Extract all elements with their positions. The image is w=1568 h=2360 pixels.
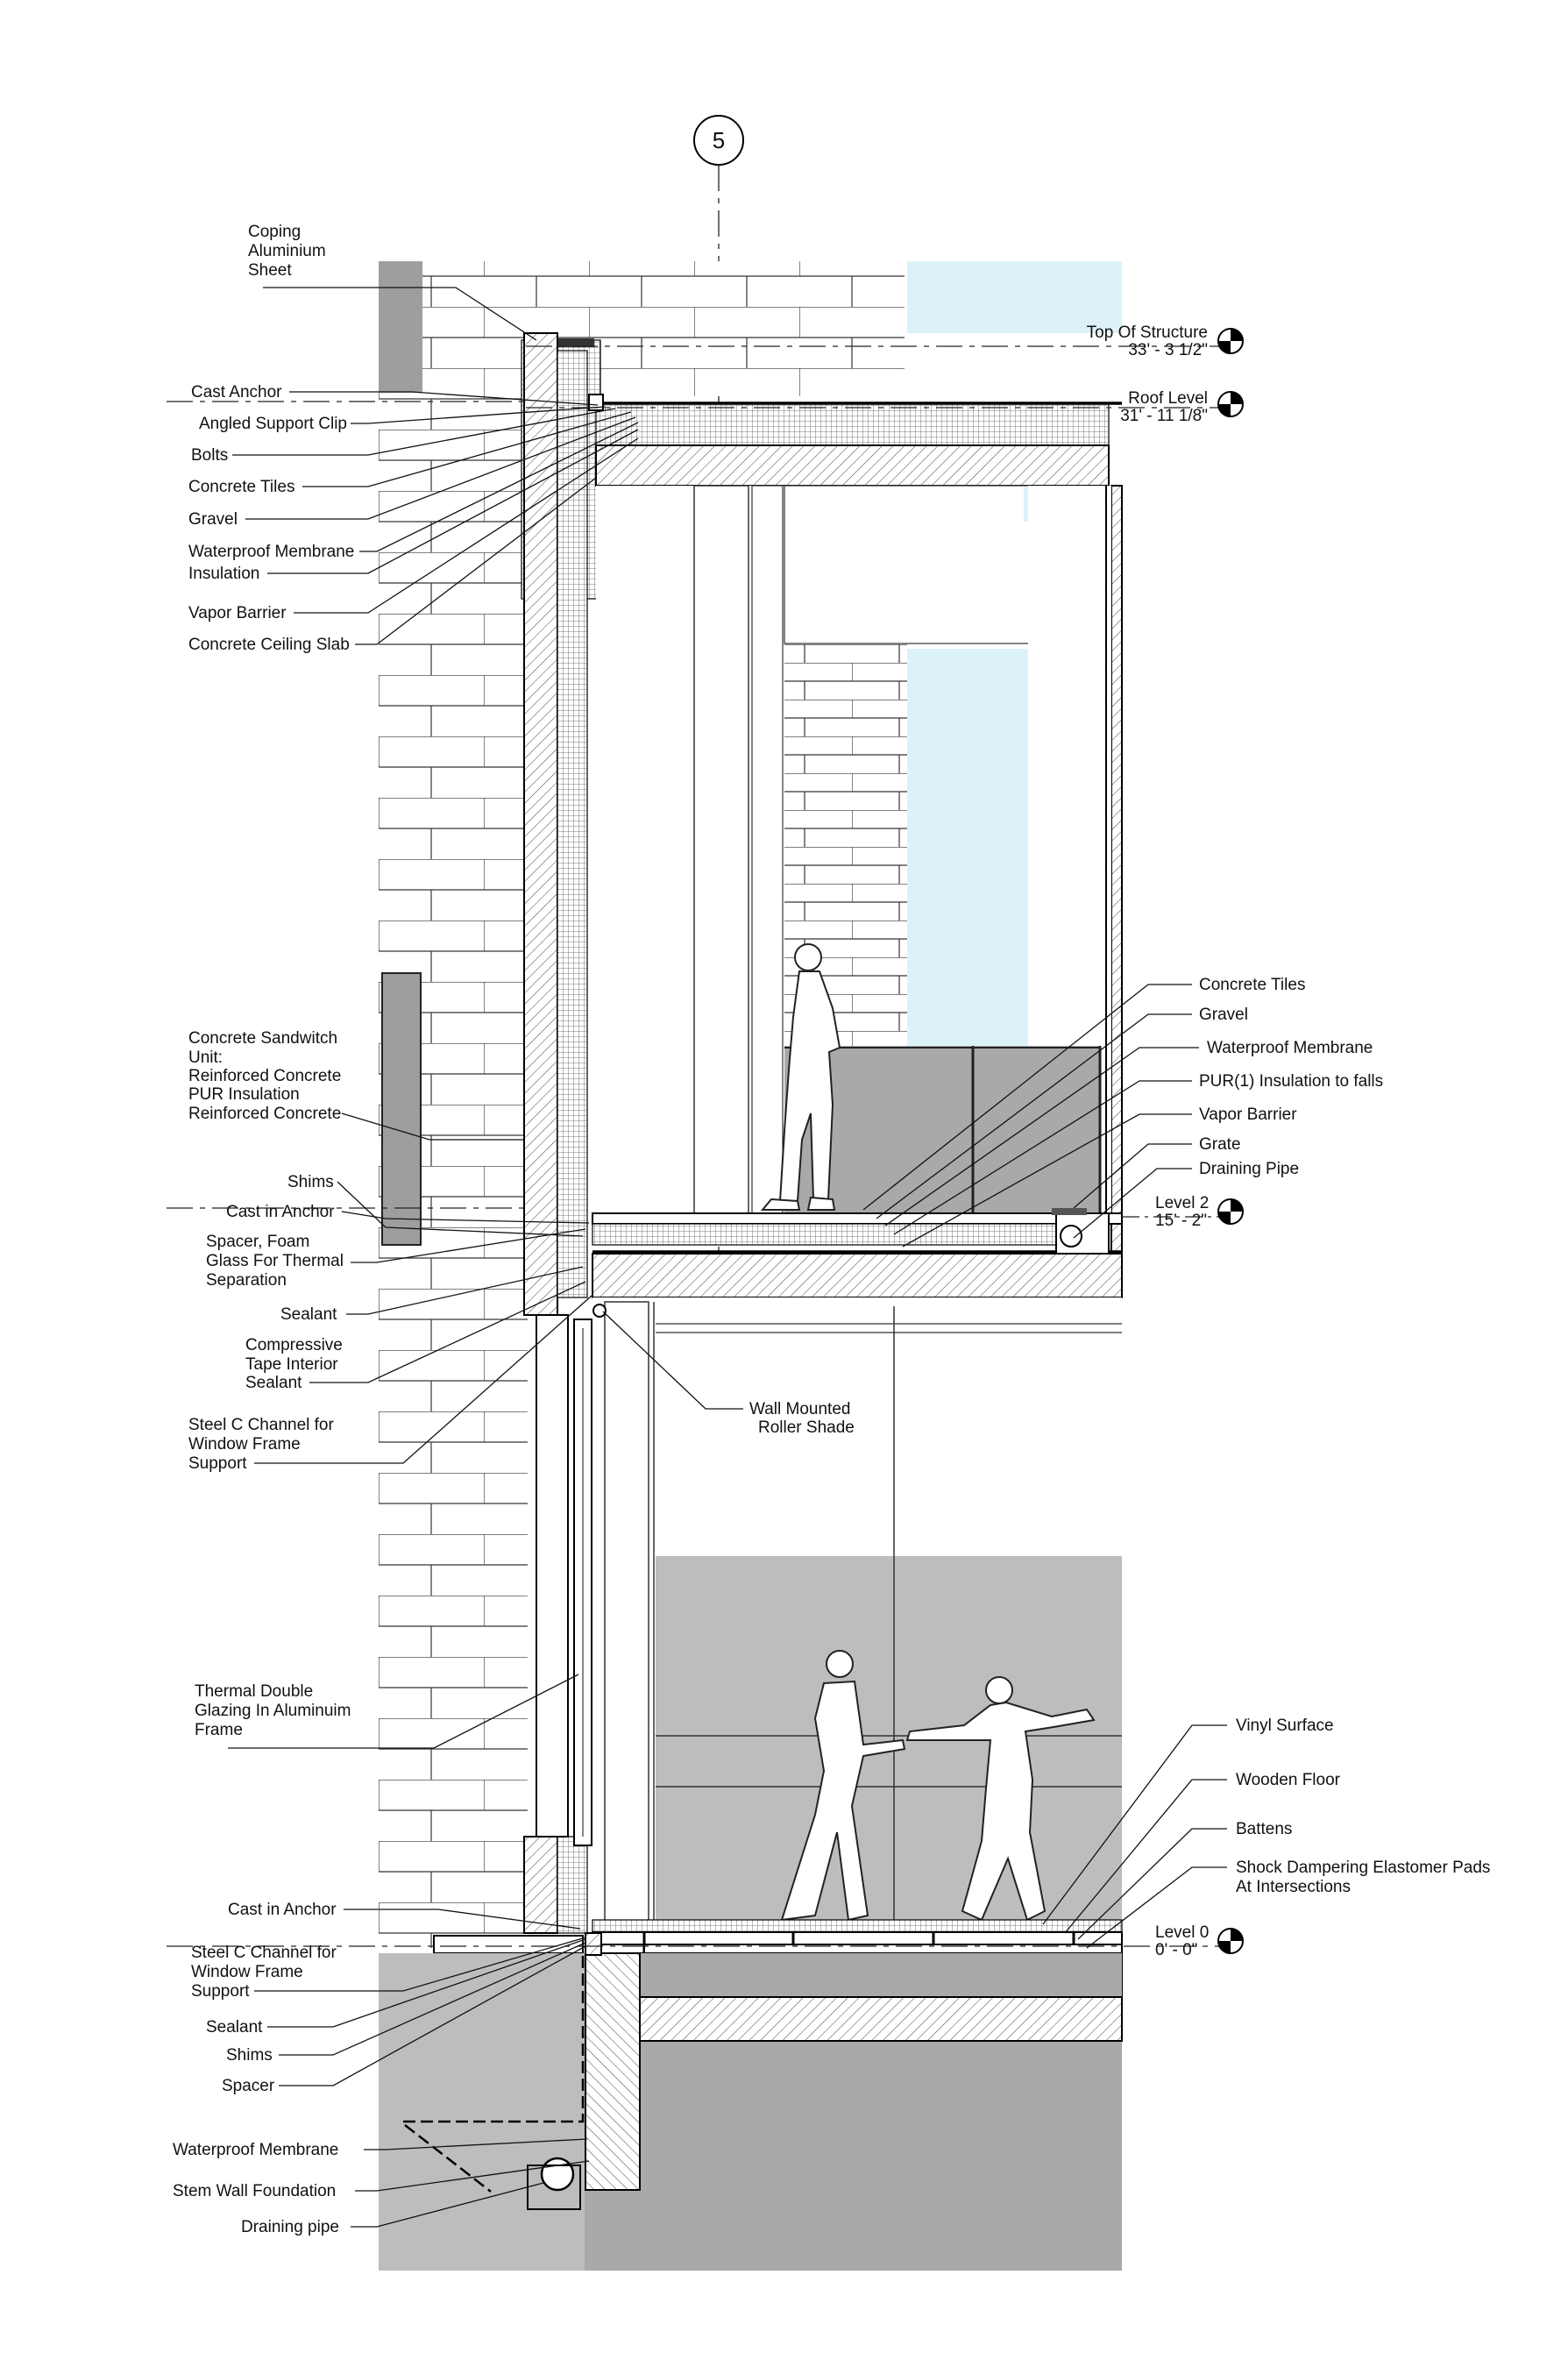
level-elev-roof: 31' - 11 1/8" xyxy=(1120,407,1208,425)
level-marker-level-0: Level 0 0' - 0" xyxy=(167,1923,1244,1959)
label-sandwich-4: PUR Insulation xyxy=(188,1085,300,1104)
label-channel-lower-1: Steel C Channel for xyxy=(191,1944,337,1962)
label-tape-3: Sealant xyxy=(245,1374,302,1392)
label-channel-lower-2: Window Frame xyxy=(191,1963,303,1981)
label-vinyl-surface: Vinyl Surface xyxy=(1236,1717,1334,1735)
label-sandwich-5: Reinforced Concrete xyxy=(188,1105,341,1123)
label-tape-1: Compressive xyxy=(245,1336,343,1354)
level-marker-level-2: Level 2 15' - 2" xyxy=(1122,1194,1244,1230)
upper-room xyxy=(596,485,1111,1249)
label-wooden-floor: Wooden Floor xyxy=(1236,1771,1341,1789)
label-coping-2: Aluminium xyxy=(248,242,326,260)
level-marker-top-of-structure: Top Of Structure 33' - 3 1/2" xyxy=(526,323,1244,359)
annotations-right: Concrete Tiles Gravel Waterproof Membran… xyxy=(602,976,1490,1949)
label-coping-1: Coping xyxy=(248,223,301,241)
label-shock-pads-2: At Intersections xyxy=(1236,1878,1351,1896)
label-spacer-3: Separation xyxy=(206,1271,287,1290)
level-marker-roof: Roof Level 31' - 11 1/8" xyxy=(526,389,1244,425)
label-glazing-3: Frame xyxy=(195,1721,243,1739)
label-shock-pads-1: Shock Dampering Elastomer Pads xyxy=(1236,1859,1490,1877)
label-pur-insulation: PUR(1) Insulation to falls xyxy=(1199,1072,1383,1091)
label-gravel-right: Gravel xyxy=(1199,1006,1248,1024)
level-2-slab xyxy=(592,1208,1123,1298)
lower-room xyxy=(536,1297,1122,1934)
annotations-left: Coping Aluminium Sheet Cast Anchor Angle… xyxy=(173,223,639,2236)
label-spacer-2: Glass For Thermal xyxy=(206,1252,344,1270)
label-sealant-upper: Sealant xyxy=(280,1305,337,1324)
label-vapor-barrier-right: Vapor Barrier xyxy=(1199,1105,1297,1124)
label-stem-wall-foundation: Stem Wall Foundation xyxy=(173,2182,336,2200)
label-tape-2: Tape Interior xyxy=(245,1355,338,1374)
level-elev-0: 0' - 0" xyxy=(1155,1941,1197,1959)
sandwich-wall xyxy=(523,332,588,1934)
label-waterproof-membrane: Waterproof Membrane xyxy=(188,543,354,561)
label-vapor-barrier: Vapor Barrier xyxy=(188,604,287,622)
person-standing xyxy=(760,943,841,1211)
label-bolts: Bolts xyxy=(191,446,228,465)
label-sandwich-2: Unit: xyxy=(188,1048,223,1067)
label-shade-2: Roller Shade xyxy=(758,1418,855,1437)
label-cast-in-anchor-upper: Cast in Anchor xyxy=(226,1203,335,1221)
grid-marker-label: 5 xyxy=(713,127,725,153)
label-insulation: Insulation xyxy=(188,565,259,583)
foundation xyxy=(379,1932,1123,2271)
dancers xyxy=(780,1650,1096,1922)
label-draining-pipe-right: Draining Pipe xyxy=(1199,1160,1299,1178)
label-grate: Grate xyxy=(1199,1135,1241,1154)
label-shims-lower: Shims xyxy=(226,2046,273,2065)
label-concrete-tiles: Concrete Tiles xyxy=(188,478,294,496)
level-name-top: Top Of Structure xyxy=(1087,323,1208,342)
label-coping-3: Sheet xyxy=(248,261,292,280)
label-sealant-lower: Sealant xyxy=(206,2018,263,2037)
label-shims-upper: Shims xyxy=(287,1173,334,1191)
label-cast-anchor: Cast Anchor xyxy=(191,383,282,402)
level-name-roof: Roof Level xyxy=(1128,389,1208,408)
label-channel-lower-3: Support xyxy=(191,1982,250,2001)
level-name-2: Level 2 xyxy=(1155,1194,1209,1212)
label-glazing-2: Glazing In Aluminuim xyxy=(195,1702,351,1720)
label-channel-upper-3: Support xyxy=(188,1454,247,1473)
label-gravel: Gravel xyxy=(188,510,238,529)
label-cast-in-anchor-lower: Cast in Anchor xyxy=(228,1901,337,1919)
level-elev-2: 15' - 2" xyxy=(1155,1212,1207,1230)
label-waterproof-membrane-lower: Waterproof Membrane xyxy=(173,2141,338,2159)
label-channel-upper-2: Window Frame xyxy=(188,1435,301,1454)
level-name-0: Level 0 xyxy=(1155,1923,1209,1942)
label-draining-pipe-lower: Draining pipe xyxy=(241,2218,339,2236)
label-spacer-1: Spacer, Foam xyxy=(206,1233,309,1251)
label-concrete-ceiling-slab: Concrete Ceiling Slab xyxy=(188,636,350,654)
label-shade-1: Wall Mounted xyxy=(749,1400,850,1418)
label-channel-upper-1: Steel C Channel for xyxy=(188,1416,334,1434)
label-sandwich-1: Concrete Sandwitch xyxy=(188,1029,337,1048)
label-angled-support-clip: Angled Support Clip xyxy=(199,415,347,433)
label-concrete-tiles-right: Concrete Tiles xyxy=(1199,976,1305,994)
label-battens: Battens xyxy=(1236,1820,1292,1838)
label-spacer-lower: Spacer xyxy=(222,2077,275,2095)
label-sandwich-3: Reinforced Concrete xyxy=(188,1067,341,1085)
label-glazing-1: Thermal Double xyxy=(195,1682,313,1701)
label-waterproof-membrane-right: Waterproof Membrane xyxy=(1207,1039,1373,1057)
level-elev-top: 33' - 3 1/2" xyxy=(1128,341,1208,359)
